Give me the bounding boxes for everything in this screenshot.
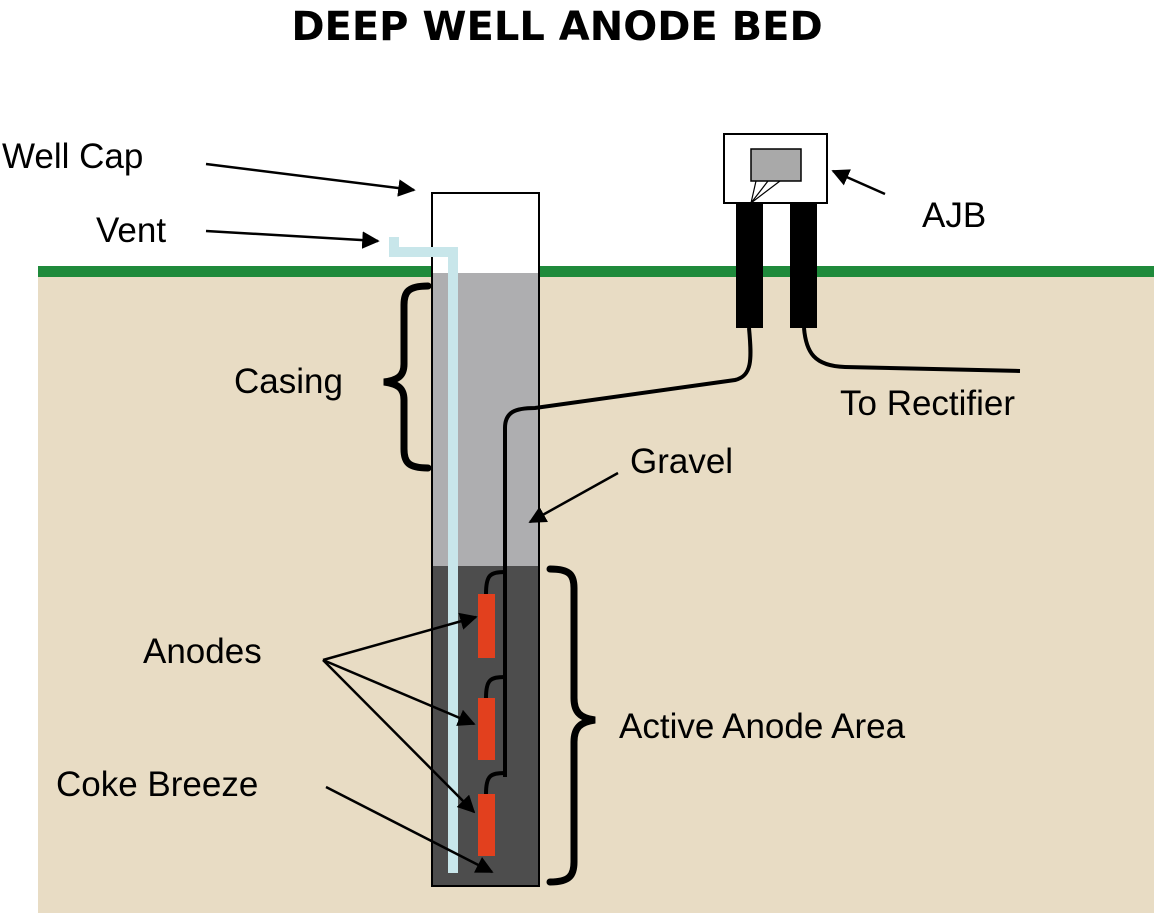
vent-label: Vent — [96, 211, 166, 250]
coke-breeze-label: Coke Breeze — [56, 765, 258, 804]
diagram-title: DEEP WELL ANODE BED — [291, 4, 822, 50]
active-anode-area-label: Active Anode Area — [619, 707, 906, 746]
anodes-arrow-3 — [322, 659, 476, 814]
gravel-arrow — [528, 471, 619, 524]
header-cable — [503, 327, 753, 777]
to-rectifier-label: To Rectifier — [840, 384, 1015, 423]
ajb-conduit-left — [736, 203, 763, 328]
casing-brace — [383, 282, 432, 472]
anodes-arrow-2 — [322, 658, 476, 726]
anode-3 — [478, 794, 495, 856]
ajb-arrow — [831, 169, 886, 196]
ajb-terminal-panel — [750, 148, 802, 182]
anode-lead-2 — [484, 675, 506, 699]
gravel-label: Gravel — [630, 442, 733, 481]
vent-pipe — [389, 237, 458, 873]
anodes-label: Anodes — [143, 632, 262, 671]
anode-lead-1 — [484, 570, 506, 595]
anode-lead-3 — [484, 771, 506, 795]
ajb-internal-wires — [750, 180, 781, 204]
active-anode-area-brace — [546, 565, 596, 886]
ajb-conduit-right — [790, 203, 817, 328]
anodes-arrow-1 — [322, 612, 478, 662]
ajb-label: AJB — [922, 196, 986, 235]
ground-surface — [38, 266, 1154, 277]
soil — [38, 276, 1154, 913]
well-cap-label: Well Cap — [2, 137, 143, 176]
casing-label: Casing — [234, 362, 343, 401]
well-casing-outline — [431, 192, 540, 887]
anode-1 — [478, 594, 495, 658]
ajb-box — [723, 133, 828, 204]
coke-breeze-arrow — [325, 785, 494, 874]
well-cap-arrow — [205, 162, 416, 197]
vent-arrow — [205, 229, 380, 249]
anode-2 — [478, 698, 495, 760]
rectifier-cable — [802, 327, 1021, 373]
